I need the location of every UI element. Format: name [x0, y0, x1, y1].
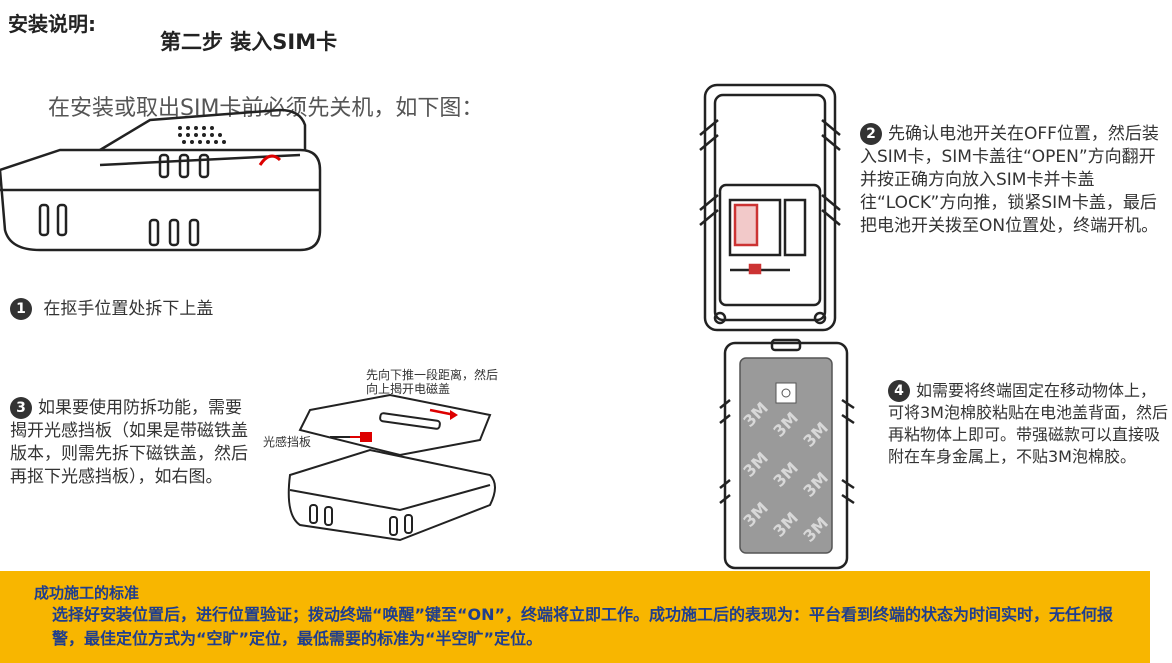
arrow-icon: [258, 154, 282, 166]
step-3-text: 如果要使用防拆功能，需要揭开光感挡板（如果是带磁铁盖版本，则需先拆下磁铁盖，然后…: [10, 398, 248, 487]
light-shield-label: 光感挡板: [263, 435, 312, 449]
step-1: 1 在抠手位置处拆下上盖: [10, 294, 213, 320]
tape-back-illustration: 3M 3M 3M 3M 3M 3M 3M 3M 3M: [719, 338, 855, 570]
step-3: 3 如果要使用防拆功能，需要揭开光感挡板（如果是带磁铁盖版本，则需先拆下磁铁盖，…: [10, 397, 250, 489]
sim-slot-illustration: [699, 83, 841, 332]
step-number-2: 2: [860, 123, 882, 145]
push-note-label: 先向下推一段距离，然后向上揭开电磁盖: [366, 368, 499, 396]
step-number-3: 3: [10, 397, 32, 419]
device-open-illustration: [0, 108, 322, 252]
footer-title: 成功施工的标准: [34, 584, 140, 602]
3m-tape: [739, 357, 833, 554]
step-2-text: 先确认电池开关在OFF位置，然后装入SIM卡，SIM卡盖往“OPEN”方向翻开并…: [860, 124, 1159, 236]
step-4-text: 如需要将终端固定在移动物体上，可将3M泡棉胶粘贴在电池盖背面，然后再粘物体上即可…: [888, 381, 1168, 466]
section-title: 安装说明:: [8, 12, 96, 36]
tape-hole: [775, 382, 797, 404]
step-title: 第二步 装入SIM卡: [160, 30, 338, 54]
step-number-1: 1: [10, 298, 32, 320]
footer-body: 选择好安装位置后，进行位置验证；拨动终端“唤醒”键至“ON”，终端将立即工作。成…: [52, 605, 1114, 648]
step-1-text: 在抠手位置处拆下上盖: [43, 299, 214, 319]
step-4: 4 如需要将终端固定在移动物体上，可将3M泡棉胶粘贴在电池盖背面，然后再粘物体上…: [888, 380, 1168, 468]
footer-banner: [0, 571, 1150, 663]
step-number-4: 4: [888, 380, 910, 402]
step-2: 2 先确认电池开关在OFF位置，然后装入SIM卡，SIM卡盖往“OPEN”方向翻…: [860, 123, 1160, 238]
intro-text: 在安装或取出SIM卡前必须先关机，如下图：: [48, 96, 484, 121]
device-cover-illustration: [287, 393, 496, 542]
light-shield-marker: [360, 432, 372, 442]
